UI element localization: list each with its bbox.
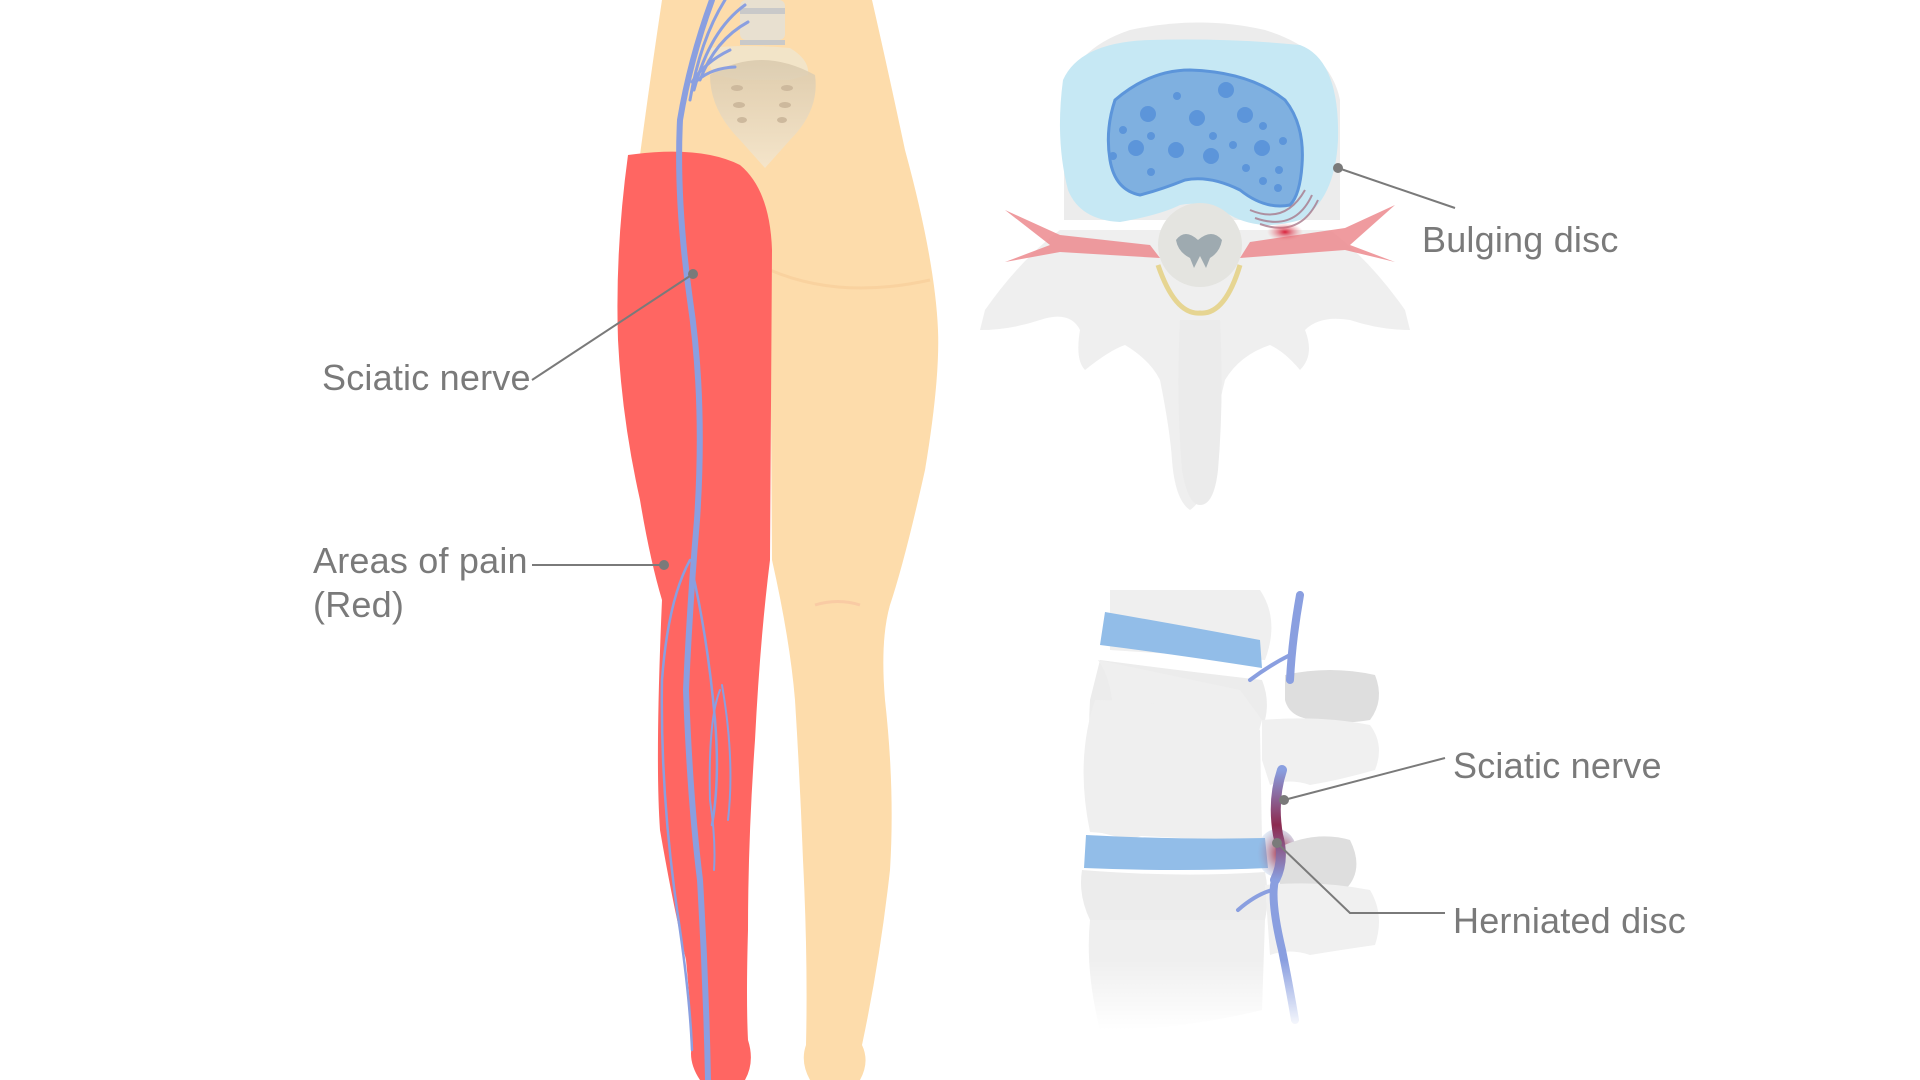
disc-cross-section — [980, 22, 1410, 510]
label-bulging-disc: Bulging disc — [1422, 219, 1619, 260]
label-areas-of-pain-red: (Red) — [313, 584, 405, 625]
label-areas-of-pain: Areas of pain — [313, 540, 528, 581]
bulging-disc-leader — [1333, 163, 1456, 209]
lower-disc-band — [1084, 835, 1268, 870]
upper-disc-band — [1100, 612, 1262, 668]
label-herniated-disc: Herniated disc — [1453, 900, 1686, 941]
spine-side-view — [1070, 590, 1410, 1030]
nerve-root-right — [1240, 205, 1395, 262]
sacrum — [707, 0, 816, 168]
legs-figure — [617, 0, 939, 1080]
nucleus-spots — [1109, 82, 1287, 192]
leg-leader-lines — [531, 269, 698, 570]
pain-area-leg — [617, 151, 772, 1080]
disc-nucleus — [1106, 68, 1304, 208]
label-sciatic-nerve-spine: Sciatic nerve — [1453, 745, 1662, 786]
body-skin — [662, 0, 939, 1080]
sciatic-nerve-leg — [660, 0, 750, 1080]
spine-leader-lines — [1272, 757, 1446, 914]
nerve-root-left — [1005, 210, 1160, 262]
label-sciatic-nerve-leg: Sciatic nerve — [322, 357, 531, 398]
